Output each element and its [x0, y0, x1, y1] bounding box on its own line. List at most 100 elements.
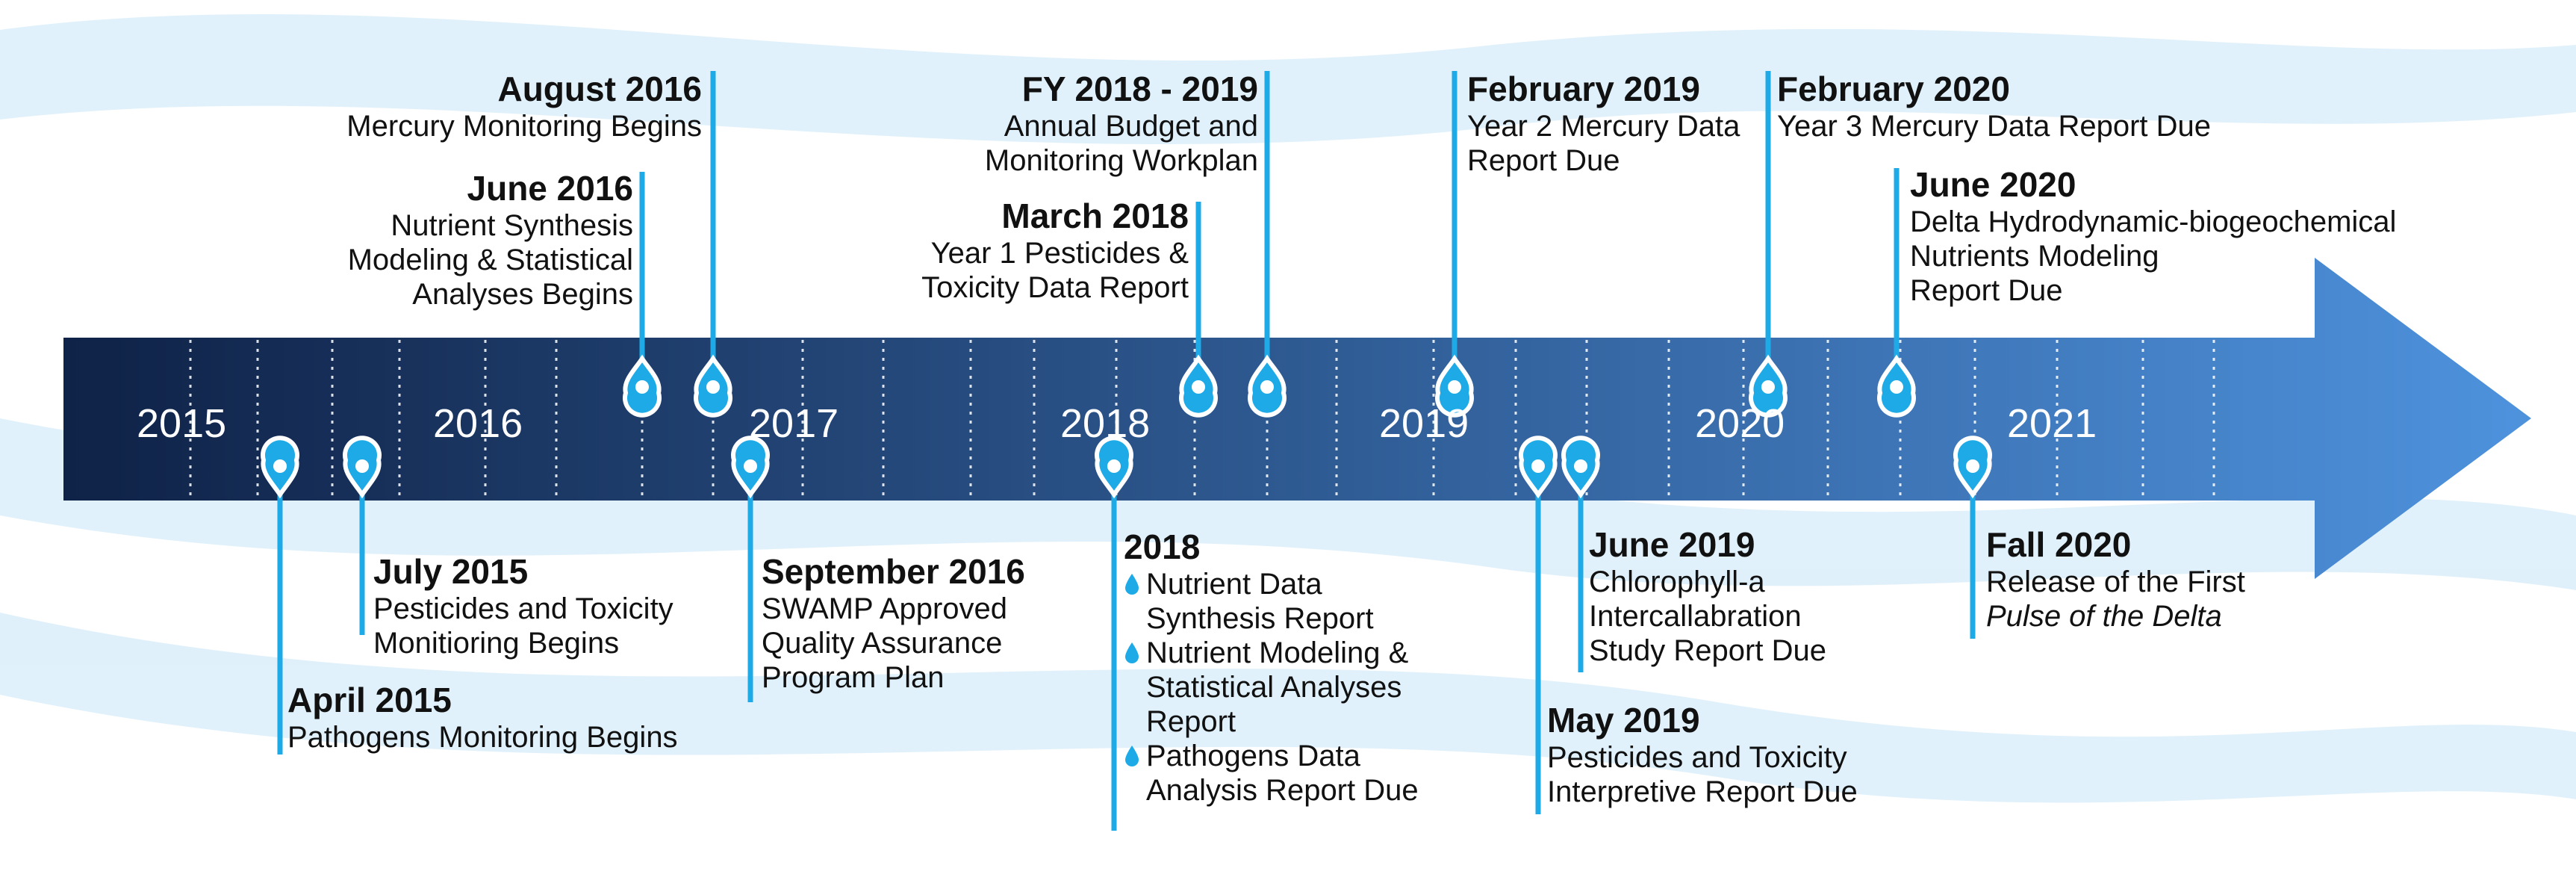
event-mar-2018: March 2018 Year 1 Pesticides & Toxicity … [921, 196, 1189, 305]
event-line: Report Due [1910, 274, 2063, 307]
timeline-arrow [63, 258, 2531, 579]
event-line-italic: Pulse of the Delta [1986, 600, 2222, 633]
marker-jul-2015 [343, 436, 382, 635]
event-title: Fall 2020 [1986, 525, 2132, 564]
event-line: Annual Budget and [1004, 110, 1258, 143]
year-label-2018: 2018 [1060, 401, 1151, 446]
marker-fall-2020 [1953, 436, 1992, 639]
year-label-2019: 2019 [1379, 401, 1469, 446]
event-line: Pathogens Monitoring Begins [287, 721, 678, 754]
event-title: FY 2018 - 2019 [1021, 69, 1258, 108]
event-title: 2018 [1124, 527, 1201, 566]
event-2018: 2018 Nutrient Data Synthesis Report Nutr… [1124, 527, 1419, 808]
marker-2018 [1095, 436, 1133, 831]
event-line: Year 1 Pesticides & [930, 237, 1189, 270]
event-line: Report [1146, 705, 1236, 738]
event-line: Interpretive Report Due [1547, 775, 1858, 808]
pin-hole [706, 380, 720, 394]
event-title: September 2016 [762, 552, 1025, 591]
event-line: Pesticides and Toxicity [373, 592, 673, 625]
event-title: July 2015 [373, 552, 529, 591]
event-line: Analyses Begins [412, 278, 633, 311]
event-line: Delta Hydrodynamic-biogeochemical [1910, 205, 2397, 238]
year-label-2020: 2020 [1695, 401, 1785, 446]
event-title: August 2016 [497, 69, 702, 108]
event-title: June 2020 [1910, 165, 2076, 204]
pin-hole [1107, 459, 1121, 473]
event-line: Statistical Analyses [1146, 671, 1402, 704]
water-drop-icon [1125, 574, 1139, 595]
event-line: Quality Assurance [762, 627, 1003, 660]
event-line: Release of the First [1986, 566, 2245, 598]
event-apr-2015: April 2015 Pathogens Monitoring Begins [287, 680, 678, 755]
pin-hole [744, 459, 757, 473]
marker-aug-2016 [694, 71, 732, 418]
year-label-2017: 2017 [749, 401, 839, 446]
pin-hole [273, 459, 287, 473]
marker-jun-2019 [1561, 436, 1600, 672]
marker-feb-2019 [1435, 71, 1474, 418]
event-line: SWAMP Approved [762, 592, 1008, 625]
event-jun-2020: June 2020 Delta Hydrodynamic-biogeochemi… [1910, 164, 2396, 308]
event-line: Toxicity Data Report [921, 271, 1189, 304]
marker-fy-2018-2019 [1248, 71, 1287, 418]
marker-feb-2020 [1749, 71, 1788, 418]
event-line: Modeling & Statistical [347, 244, 633, 276]
pin-hole [355, 459, 369, 473]
pin-hole [1192, 380, 1205, 394]
event-line: Study Report Due [1589, 634, 1826, 667]
event-line: Year 3 Mercury Data Report Due [1777, 110, 2212, 143]
pin-hole [1531, 459, 1545, 473]
event-title: June 2019 [1589, 525, 1755, 564]
year-label-2021: 2021 [2007, 401, 2097, 446]
event-feb-2020: February 2020 Year 3 Mercury Data Report… [1777, 69, 2211, 143]
water-drop-icon [1125, 746, 1139, 766]
marker-jun-2020 [1877, 168, 1916, 418]
marker-apr-2015 [261, 436, 299, 755]
marker-sep-2016 [731, 436, 770, 702]
event-line: Nutrient Data [1146, 568, 1322, 601]
event-line: Intercallabration [1589, 600, 1802, 633]
pin-hole [635, 380, 649, 394]
event-aug-2016: August 2016 Mercury Monitoring Begins [346, 69, 702, 143]
event-jul-2015: July 2015 Pesticides and Toxicity Moniti… [373, 551, 673, 660]
pin-hole [1966, 459, 1979, 473]
pin-hole [1761, 380, 1775, 394]
event-line: Year 2 Mercury Data [1467, 110, 1740, 143]
pin-hole [1890, 380, 1903, 394]
pin-hole [1448, 380, 1461, 394]
event-line: Program Plan [762, 661, 945, 694]
event-2018-item-1: Nutrient Data Synthesis Report [1124, 567, 1419, 636]
event-line: Monitoring Workplan [984, 144, 1258, 177]
event-sep-2016: September 2016 SWAMP Approved Quality As… [762, 551, 1025, 695]
water-drop-icon [1125, 642, 1139, 663]
event-title: February 2019 [1467, 69, 1700, 108]
event-line: Report Due [1467, 144, 1620, 177]
event-jun-2019: June 2019 Chlorophyll-a Intercallabratio… [1589, 524, 1826, 668]
event-feb-2019: February 2019 Year 2 Mercury Data Report… [1467, 69, 1740, 178]
year-label-2015: 2015 [137, 401, 227, 446]
event-line: Mercury Monitoring Begins [346, 110, 702, 143]
event-fy-2018-2019: FY 2018 - 2019 Annual Budget and Monitor… [985, 69, 1258, 178]
event-line: Analysis Report Due [1146, 774, 1419, 807]
event-title: March 2018 [1001, 196, 1189, 235]
event-title: February 2020 [1777, 69, 2010, 108]
event-line: Chlorophyll-a [1589, 566, 1765, 598]
event-line: Pathogens Data [1146, 740, 1360, 772]
event-title: April 2015 [287, 681, 452, 719]
event-2018-item-2: Nutrient Modeling & Statistical Analyses… [1124, 636, 1419, 739]
arrow-group [63, 258, 2531, 579]
event-line: Nutrients Modeling [1910, 240, 2159, 273]
pin-hole [1574, 459, 1587, 473]
event-may-2019: May 2019 Pesticides and Toxicity Interpr… [1547, 700, 1858, 809]
event-line: Monitioring Begins [373, 627, 620, 660]
event-title: May 2019 [1547, 701, 1700, 740]
event-2018-item-3: Pathogens Data Analysis Report Due [1124, 739, 1419, 808]
event-line: Nutrient Modeling & [1146, 636, 1409, 669]
event-title: June 2016 [467, 169, 633, 208]
event-line: Pesticides and Toxicity [1547, 741, 1847, 774]
event-fall-2020: Fall 2020 Release of the First Pulse of … [1986, 524, 2245, 633]
marker-may-2019 [1519, 436, 1558, 814]
